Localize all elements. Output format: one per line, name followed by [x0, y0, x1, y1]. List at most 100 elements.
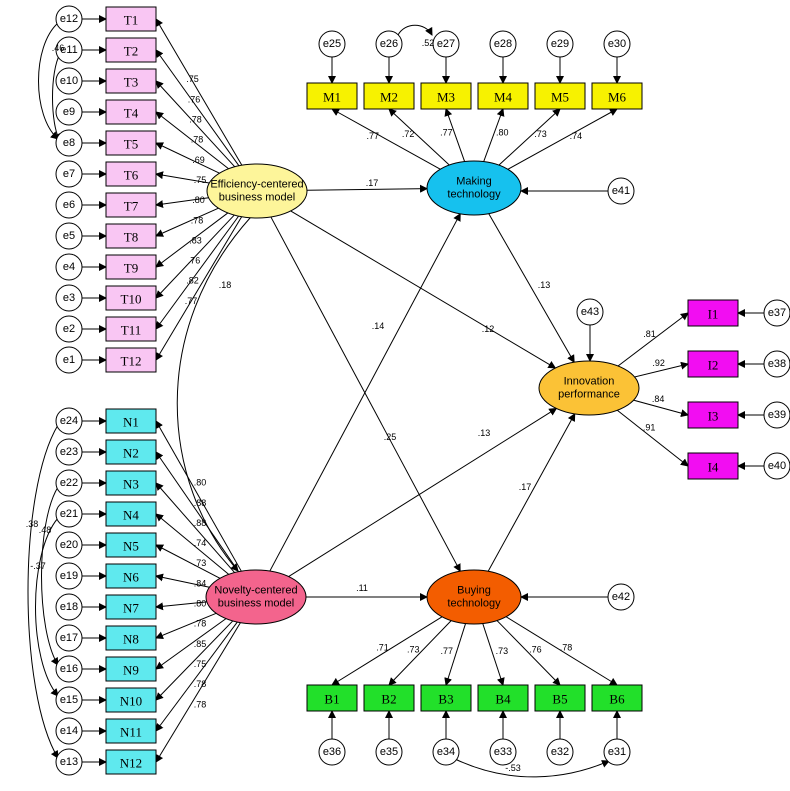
loading-t12 [155, 216, 243, 361]
error-e37-label: e37 [768, 307, 786, 319]
error-e6-circle [55, 191, 83, 219]
item-b1-box [306, 684, 358, 712]
loading-b1 [331, 616, 443, 686]
error-e34-circle [432, 738, 460, 766]
error-e33-label: e33 [494, 746, 512, 758]
loading-t9-coef: .83 [189, 235, 202, 245]
latent-nbm [205, 569, 307, 625]
loading-b4 [482, 623, 505, 686]
item-n6-box [105, 563, 157, 589]
loading-t4 [155, 111, 229, 170]
cov-e34-e31-coef: -.53 [505, 763, 521, 773]
path-nbm-mt [269, 212, 461, 572]
error-e17-label: e17 [60, 632, 78, 644]
item-t7-box [105, 192, 157, 218]
error-e20-circle [55, 531, 83, 559]
loading-b6-coef: .78 [560, 642, 573, 652]
item-n3-label: N3 [123, 477, 139, 492]
path-mt-ip-coef: .13 [538, 280, 551, 290]
error-e15-label: e15 [60, 694, 78, 706]
item-m1-label: M1 [323, 90, 341, 105]
error-e41-circle [607, 177, 635, 205]
path-nbm-bt-coef: .11 [356, 583, 368, 593]
item-t4-box [105, 99, 157, 125]
latent-bt [426, 569, 522, 625]
path-ebm-mt [306, 184, 429, 193]
latent-nbm-label-0: Novelty-centered [214, 585, 297, 597]
path-nbm-mt-coef: .14 [372, 321, 385, 331]
loading-n12-coef: .78 [194, 699, 207, 709]
error-e19-label: e19 [60, 570, 78, 582]
error-e27-circle [432, 30, 460, 58]
error-e22-label: e22 [60, 477, 78, 489]
error-e17-circle [55, 624, 83, 652]
loading-m6-coef: .74 [570, 131, 583, 141]
item-m3-label: M3 [437, 90, 455, 105]
error-e8-label: e8 [63, 137, 75, 149]
item-t1-label: T1 [124, 13, 138, 28]
item-t8-label: T8 [124, 230, 138, 245]
error-e20-label: e20 [60, 539, 78, 551]
error-e42-circle [607, 583, 635, 611]
path-ebm-mt-coef: .17 [366, 178, 379, 188]
loading-t1 [155, 18, 243, 166]
item-t9-box [105, 254, 157, 280]
item-m3-box [420, 82, 472, 110]
loading-t6-coef: .75 [194, 175, 207, 185]
error-e14-circle [55, 717, 83, 745]
loading-b5 [496, 620, 561, 686]
loading-b5-coef: .76 [529, 645, 542, 655]
error-e41-label: e41 [612, 185, 630, 197]
loading-n4-coef: .74 [194, 538, 207, 548]
item-t2-label: T2 [124, 44, 138, 59]
loading-b6 [505, 616, 618, 686]
error-e1-label: e1 [63, 354, 75, 366]
item-t6-label: T6 [124, 168, 139, 183]
error-e9-label: e9 [63, 106, 75, 118]
latent-ebm [206, 163, 308, 219]
error-e3-label: e3 [63, 292, 75, 304]
item-b6-label: B6 [609, 692, 625, 707]
path-mt-ip [488, 213, 575, 364]
loading-n10-coef: .75 [194, 659, 207, 669]
error-e30-label: e30 [608, 38, 626, 50]
cov-e26-e27 [391, 24, 433, 44]
item-m1-box [306, 82, 358, 110]
latent-ebm-label-0: Efficiency-centered [210, 179, 303, 191]
item-m4-label: M4 [494, 90, 513, 105]
loading-i4 [616, 409, 689, 467]
error-e29-label: e29 [551, 38, 569, 50]
error-e36-circle [318, 738, 346, 766]
error-e10-label: e10 [60, 75, 78, 87]
item-n11-label: N11 [120, 725, 142, 740]
item-t3-box [105, 68, 157, 94]
error-e39-label: e39 [768, 409, 786, 421]
loading-i3-coef: .84 [652, 394, 665, 404]
item-n2-label: N2 [123, 446, 139, 461]
item-b3-label: B3 [438, 692, 453, 707]
loading-n1 [155, 420, 242, 572]
item-n10-box [105, 687, 157, 713]
loading-n5 [155, 544, 221, 579]
item-i2-box [687, 350, 739, 378]
error-e34-label: e34 [437, 746, 455, 758]
latent-nbm-label-1: business model [218, 598, 294, 610]
loading-n11 [155, 621, 238, 732]
cov-e24-e13 [27, 416, 66, 759]
error-e35-circle [375, 738, 403, 766]
item-n8-box [105, 625, 157, 651]
item-m2-label: M2 [380, 90, 398, 105]
loading-t5-coef: .69 [192, 155, 205, 165]
error-e11-label: e11 [60, 44, 78, 56]
error-e12-label: e12 [60, 13, 78, 25]
item-m6-box [591, 82, 643, 110]
item-t11-label: T11 [121, 323, 141, 338]
error-e16-label: e16 [60, 663, 78, 675]
item-b4-label: B4 [495, 692, 511, 707]
item-n9-label: N9 [123, 663, 139, 678]
loading-t7-coef: .80 [192, 195, 205, 205]
loading-t2 [155, 49, 240, 167]
path-ebm-bt-coef: .25 [384, 432, 397, 442]
item-n11-box [105, 718, 157, 744]
